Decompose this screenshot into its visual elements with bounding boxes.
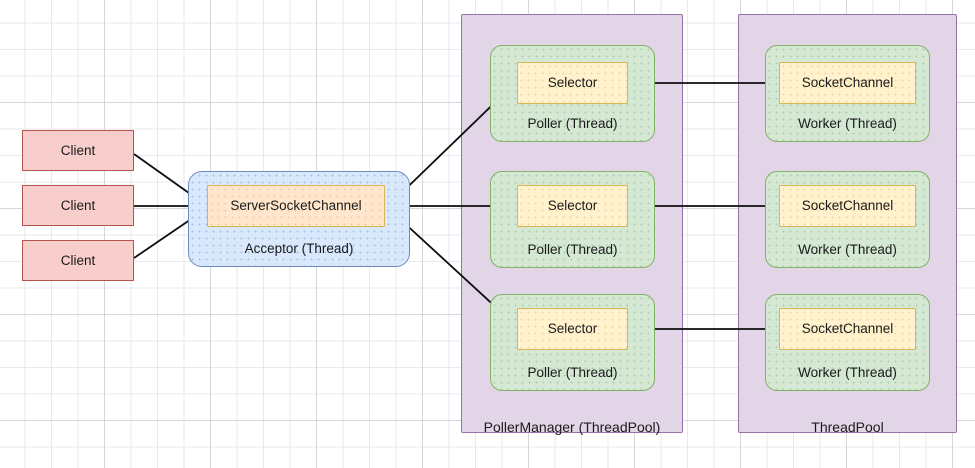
client-box-3[interactable]: Client	[22, 240, 134, 281]
socket-channel-box-1[interactable]: SocketChannel	[779, 62, 916, 104]
socket-channel-box-2[interactable]: SocketChannel	[779, 185, 916, 227]
selector-label-3: Selector	[547, 321, 598, 337]
client-label-2: Client	[60, 197, 96, 213]
socket-channel-label-1: SocketChannel	[801, 75, 894, 91]
poller-manager-pool-label: PollerManager (ThreadPool)	[483, 419, 661, 435]
poller-thread-label-3: Poller (Thread)	[527, 365, 618, 380]
thread-pool-label: ThreadPool	[811, 419, 884, 435]
selector-box-2[interactable]: Selector	[517, 185, 628, 227]
worker-thread-label-1: Worker (Thread)	[798, 116, 897, 131]
client-box-2[interactable]: Client	[22, 185, 134, 226]
client-box-1[interactable]: Client	[22, 130, 134, 171]
server-socket-channel-box[interactable]: ServerSocketChannel	[207, 185, 385, 227]
socket-channel-label-3: SocketChannel	[801, 321, 894, 337]
poller-thread-label-2: Poller (Thread)	[527, 242, 618, 257]
socket-channel-label-2: SocketChannel	[801, 198, 894, 214]
worker-thread-label-2: Worker (Thread)	[798, 242, 897, 257]
selector-box-1[interactable]: Selector	[517, 62, 628, 104]
acceptor-group-label: Acceptor (Thread)	[244, 241, 354, 256]
client-label-1: Client	[60, 142, 96, 158]
selector-box-3[interactable]: Selector	[517, 308, 628, 350]
poller-thread-label-1: Poller (Thread)	[527, 116, 618, 131]
selector-label-1: Selector	[547, 75, 598, 91]
selector-label-2: Selector	[547, 198, 598, 214]
client-label-3: Client	[60, 252, 96, 268]
socket-channel-box-3[interactable]: SocketChannel	[779, 308, 916, 350]
server-socket-channel-label: ServerSocketChannel	[230, 198, 362, 214]
worker-thread-label-3: Worker (Thread)	[798, 365, 897, 380]
